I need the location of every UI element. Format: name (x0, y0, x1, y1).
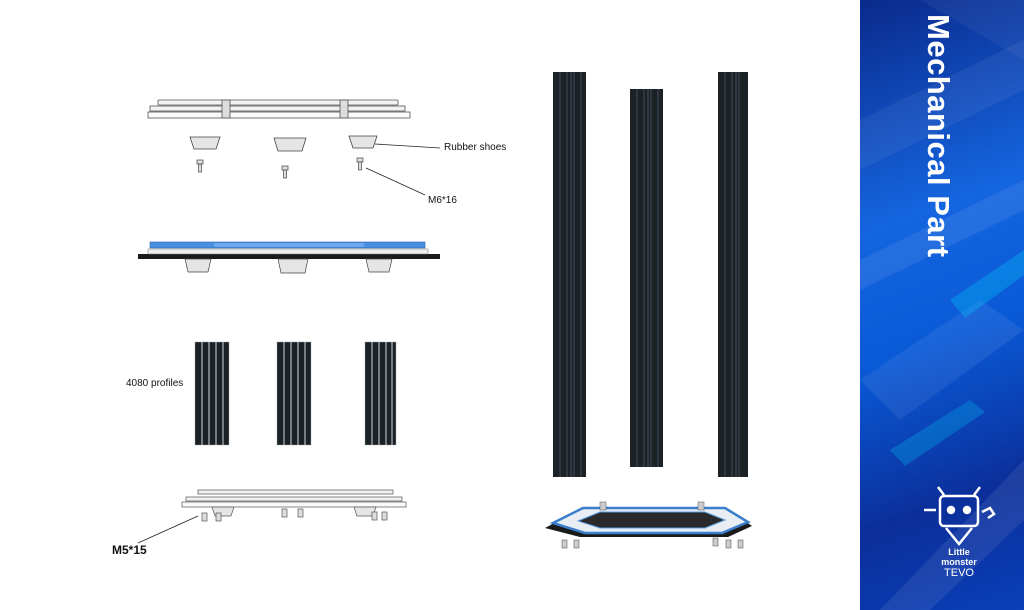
brand-line-1: Little (948, 547, 970, 557)
small-profiles (194, 341, 397, 446)
frame-bottom-exploded (181, 489, 407, 522)
m5-leader (137, 515, 199, 544)
m6-leader (365, 167, 426, 196)
profiles-label: 4080 profiles (126, 378, 184, 389)
frame-assembled (138, 241, 440, 274)
brand-line-3: TEVO (944, 567, 974, 579)
brand-line-2: monster (941, 557, 977, 567)
m6-label: M6*16 (428, 195, 457, 206)
rubber-shoes-label: Rubber shoes (444, 142, 507, 153)
tall-profiles (553, 72, 748, 477)
sidebar-banner: Mechanical Part Little monster TEVO (860, 0, 1024, 610)
rubber-shoe (189, 135, 378, 152)
sidebar-pattern (860, 0, 1024, 610)
parts-illustration (137, 72, 752, 549)
rubber-shoes-leader (374, 143, 441, 149)
frame-top-exploded (147, 99, 411, 119)
octagonal-base (545, 501, 752, 549)
page-title: Mechanical Part (921, 14, 956, 258)
assembly-diagram-canvas: Rubber shoes M6*16 4080 profiles M5*15 (112, 72, 752, 557)
m6-bolt (196, 157, 364, 179)
m5-label: M5*15 (112, 543, 147, 557)
robot-mascot-icon (924, 486, 996, 546)
